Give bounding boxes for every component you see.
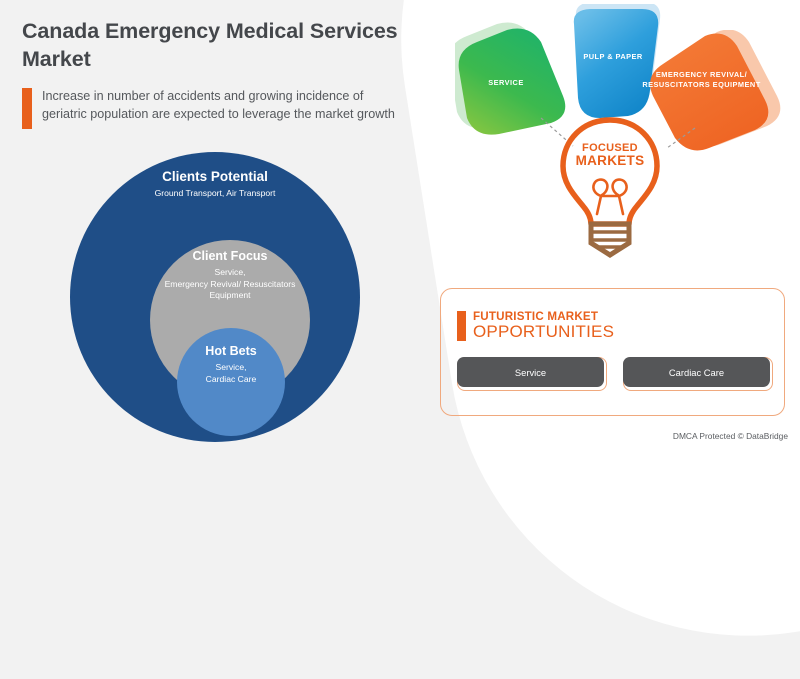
circle-outer-subtitle: Ground Transport, Air Transport: [154, 188, 276, 198]
futuristic-opportunities-panel: FUTURISTIC MARKET OPPORTUNITIES Service …: [440, 288, 785, 416]
subtitle-block: Increase in number of accidents and grow…: [22, 87, 422, 129]
petal-emergency-revival-shape: [650, 29, 781, 151]
petal-pulp-paper[interactable]: PULP & PAPER: [550, 2, 670, 124]
circle-outer-title: Clients Potential: [162, 169, 268, 184]
opportunities-accent-bar: [457, 311, 466, 341]
petal-service-label: SERVICE: [488, 78, 524, 87]
lightbulb-line2: MARKETS: [575, 153, 645, 169]
circle-inner-title: Hot Bets: [205, 344, 257, 358]
circle-middle-subtitle: Service, Emergency Revival/ Resuscitator…: [164, 267, 296, 301]
petal-emergency-revival-label: EMERGENCY REVIVAL/ RESUSCITATORS EQUIPME…: [642, 70, 761, 89]
petal-pulp-paper-label: PULP & PAPER: [583, 52, 643, 61]
opportunity-chip-cardiac-care[interactable]: Cardiac Care: [623, 357, 770, 388]
dmca-footer: DMCA Protected © DataBridge: [672, 431, 788, 441]
petal-service-shape: [448, 22, 566, 135]
opportunities-heading-line1: FUTURISTIC MARKET: [473, 310, 599, 323]
lightbulb-text: FOCUSED MARKETS: [545, 142, 675, 169]
lightbulb: FOCUSED MARKETS: [545, 112, 675, 262]
circle-inner-subtitle: Service, Cardiac Care: [205, 362, 257, 384]
lightbulb-icon: [560, 117, 660, 258]
opportunities-heading-line2: OPPORTUNITIES: [473, 322, 615, 342]
petal-service[interactable]: SERVICE: [448, 22, 566, 135]
header: Canada Emergency Medical Services Market…: [22, 18, 422, 129]
nested-circles-diagram: Clients Potential Ground Transport, Air …: [70, 152, 360, 442]
opportunity-chip-frame: Service: [457, 357, 607, 392]
opportunities-heading: FUTURISTIC MARKET OPPORTUNITIES: [457, 310, 784, 342]
circle-hot-bets: Hot Bets Service, Cardiac Care: [177, 328, 285, 436]
lightbulb-line1: FOCUSED: [582, 142, 638, 154]
petal-pulp-paper-shape: [573, 2, 661, 118]
opportunity-chip-list: Service Cardiac Care: [457, 357, 784, 392]
opportunity-chip-service[interactable]: Service: [457, 357, 604, 388]
opportunity-chip-frame: Cardiac Care: [623, 357, 773, 392]
petal-emergency-revival[interactable]: EMERGENCY REVIVAL/ RESUSCITATORS EQUIPME…: [642, 29, 781, 155]
page-title: Canada Emergency Medical Services Market: [22, 19, 398, 71]
accent-bar: [22, 87, 32, 129]
subtitle-text: Increase in number of accidents and grow…: [42, 88, 395, 122]
circle-middle-title: Client Focus: [192, 249, 268, 263]
